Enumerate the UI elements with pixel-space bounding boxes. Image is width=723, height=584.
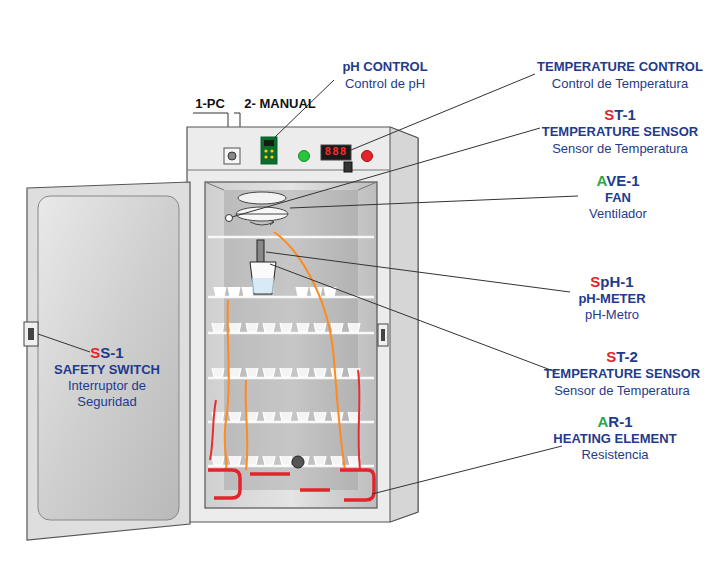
shelves: [208, 237, 374, 466]
callout-heading: SAFETY SWITCH: [54, 362, 160, 378]
callout-heading: pH CONTROL: [342, 59, 427, 75]
callout-code: AR-1: [597, 413, 632, 431]
callout-subtitle: Sensor de Temperatura: [554, 383, 690, 399]
callout-subtitle: Ventilador: [589, 206, 647, 222]
temperature-sensor-1: [226, 215, 233, 222]
callout-subtitle: Interruptor de Seguridad: [57, 378, 157, 409]
selector-label: 1-PC: [195, 96, 225, 112]
cabinet-body: [187, 127, 418, 522]
callout-subtitle: pH-Metro: [585, 307, 639, 323]
wires: [210, 232, 360, 470]
callout-heading: FAN: [605, 190, 631, 206]
selector-label: 2- MANUAL: [244, 96, 316, 112]
callout-heading: TEMPERATURE CONTROL: [537, 59, 703, 75]
callout-code: ST-2: [606, 348, 638, 366]
ph-meter: [250, 240, 276, 294]
callout-heading: TEMPERATURE SENSOR: [544, 366, 701, 382]
callout-subtitle: Control de Temperatura: [552, 76, 688, 92]
callout-heading: pH-METER: [578, 291, 645, 307]
control-panel: [224, 137, 373, 172]
leader-lines: [38, 74, 578, 494]
open-door: [24, 182, 388, 540]
temperature-sensor-2-probe: [292, 456, 304, 468]
callout-code: SS-1: [90, 344, 123, 362]
display-digits: 888: [325, 145, 348, 158]
callout-subtitle: Control de pH: [345, 76, 425, 92]
callout-code: AVE-1: [596, 172, 639, 190]
callout-code: ST-1: [604, 106, 636, 124]
callout-heading: TEMPERATURE SENSOR: [542, 124, 699, 140]
callout-code: SpH-1: [590, 273, 633, 291]
callout-heading: HEATING ELEMENT: [553, 431, 676, 447]
heating-element: [208, 470, 374, 500]
callout-subtitle: Sensor de Temperatura: [552, 141, 688, 157]
callout-subtitle: Resistencia: [581, 447, 648, 463]
